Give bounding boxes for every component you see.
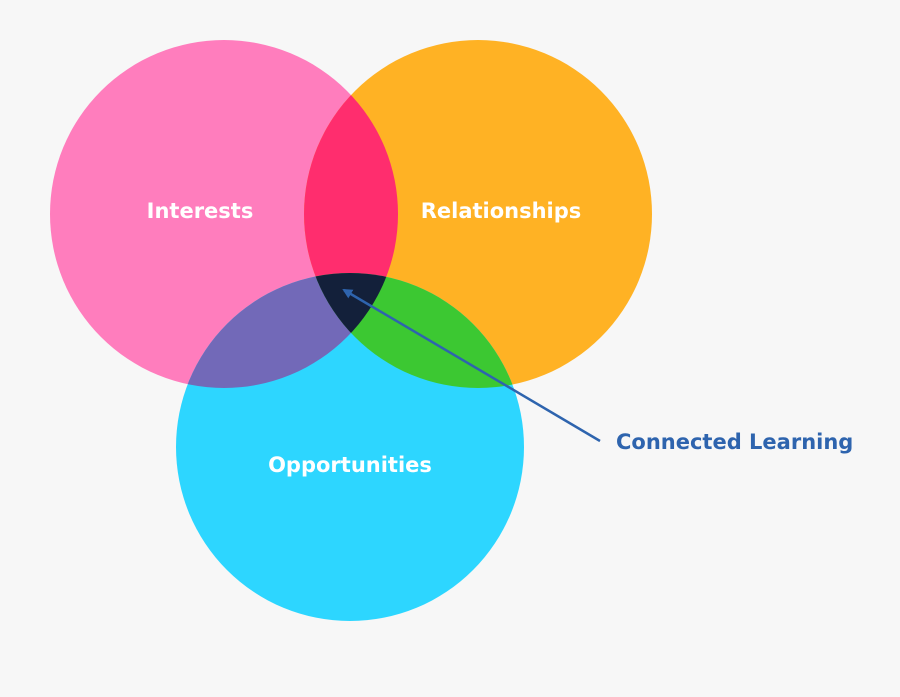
connected-learning-label: Connected Learning	[616, 430, 853, 454]
relationships-opportunities-overlap	[304, 273, 524, 388]
opportunities-label: Opportunities	[268, 453, 432, 477]
callout-arrow	[342, 288, 601, 443]
relationships-label: Relationships	[421, 199, 582, 223]
interests-label: Interests	[147, 199, 254, 223]
interests-opportunities-overlap	[176, 273, 398, 388]
